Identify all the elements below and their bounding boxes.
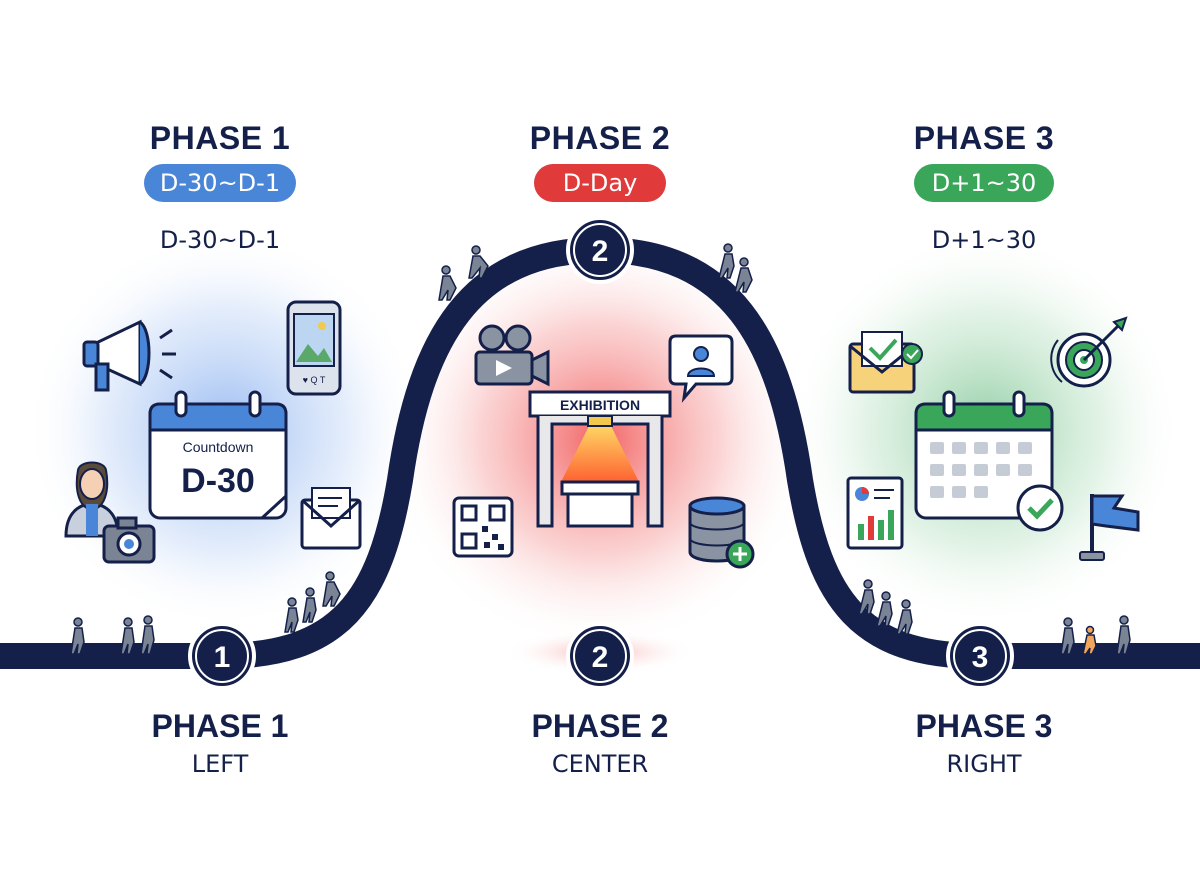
- walker-icon: [718, 243, 735, 279]
- booth-label: EXHIBITION: [560, 397, 640, 413]
- walker-icon: [438, 265, 457, 301]
- qr-code-icon: [452, 496, 514, 558]
- phase2-bottom-title: PHASE 2: [531, 708, 669, 744]
- chat-profile-icon: [668, 334, 734, 403]
- walker-icon: [322, 571, 341, 607]
- marker-2-bottom-label: 2: [592, 641, 609, 674]
- marker-3: 3: [946, 622, 1014, 690]
- walker-icon: [1116, 615, 1131, 655]
- schedule-calendar-check-icon: [914, 390, 1064, 532]
- smartphone-icon: ♥ Q T: [286, 300, 342, 396]
- exhibition-booth-icon: EXHIBITION: [528, 390, 672, 528]
- walker-icon: [896, 599, 913, 635]
- target-icon: [1050, 316, 1128, 388]
- walker-icon: [284, 597, 299, 633]
- walker-icon: [858, 579, 875, 615]
- megaphone-icon: [82, 319, 176, 392]
- walker-icon: [302, 587, 317, 623]
- marker-2-bottom: 2: [566, 622, 634, 690]
- phase1-bottom-sub: LEFT: [191, 750, 249, 778]
- phase3-bottom-title: PHASE 3: [915, 708, 1053, 744]
- walker-icon: [468, 245, 489, 279]
- database-add-icon: [688, 496, 755, 569]
- phase2-bottom-sub: CENTER: [551, 750, 649, 778]
- phase1-date-pill: D-30~D-1: [144, 164, 296, 202]
- walker-icon: [876, 591, 893, 627]
- walking-people-group: [70, 243, 1131, 655]
- walker-icon: [140, 615, 155, 655]
- marker-3-label: 3: [972, 641, 989, 674]
- mail-check-icon: [848, 331, 923, 394]
- phase2-title: PHASE 2: [529, 120, 671, 156]
- phase3-title: PHASE 3: [913, 120, 1055, 156]
- mail-envelope-icon: [300, 487, 362, 550]
- calendar-label: Countdown: [183, 439, 254, 455]
- marker-2-top: 2: [566, 216, 634, 284]
- phase1-range: D-30~D-1: [159, 226, 281, 254]
- phase3-range: D+1~30: [931, 226, 1037, 254]
- phase1-title: PHASE 1: [149, 120, 291, 156]
- walker-icon: [1060, 617, 1075, 655]
- walker-icon: [120, 617, 135, 655]
- walker-icon: [70, 617, 85, 655]
- phase2-date-pill: D-Day: [534, 164, 666, 202]
- video-camera-icon: [474, 324, 550, 387]
- flag-icon: [1079, 494, 1140, 561]
- calendar-value: D-30: [181, 462, 255, 500]
- countdown-calendar-icon: Countdown D-30: [148, 390, 288, 520]
- marker-2-top-label: 2: [592, 235, 609, 268]
- phase3-date-pill: D+1~30: [914, 164, 1054, 202]
- report-chart-icon: [846, 476, 904, 550]
- phase3-bottom-sub: RIGHT: [946, 750, 1022, 778]
- child-walker-icon: [1082, 625, 1097, 655]
- camera-icon: [102, 516, 156, 564]
- marker-1: 1: [188, 622, 256, 690]
- phone-caption: ♥ Q T: [303, 375, 326, 385]
- walker-icon: [734, 257, 753, 293]
- marker-1-label: 1: [214, 641, 231, 674]
- phase1-bottom-title: PHASE 1: [151, 708, 289, 744]
